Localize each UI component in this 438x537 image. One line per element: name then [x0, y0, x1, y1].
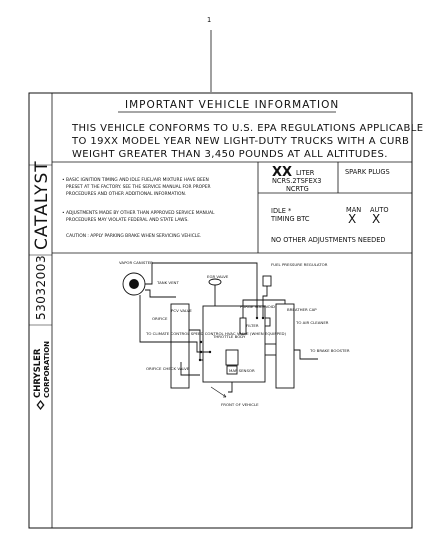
- fuel-pressure-regulator-label: FUEL PRESSURE REGULATOR: [271, 262, 328, 267]
- brake-booster-label: TO BRAKE BOOSTER: [309, 348, 350, 353]
- note-4: • ADJUSTMENTS MADE BY OTHER THAN APPROVE…: [62, 210, 215, 216]
- catalyst-label: CATALYST: [32, 160, 52, 250]
- throttle-body-icon: [225, 349, 239, 366]
- timing-label: TIMING BTC: [270, 215, 310, 223]
- man-value: X: [348, 212, 356, 226]
- air-cleaner-label: TO AIR CLEANER: [295, 320, 329, 325]
- engine-liter: LITER: [296, 169, 315, 177]
- evap-family-code: NCRTG: [286, 185, 309, 193]
- orifice-label: ORIFICE: [152, 316, 168, 321]
- map-sensor-icon: [226, 365, 238, 375]
- brand-line-2: CORPORATION: [43, 341, 51, 398]
- right-valve-cover: [275, 303, 295, 389]
- throttle-body-label: THROTTLE BODY: [212, 334, 246, 339]
- engine-family-code: NCRS.2TSFEX3: [272, 177, 321, 185]
- filter-label: FILTER: [246, 323, 259, 328]
- cert-line-2: TO 19XX MODEL YEAR NEW LIGHT-DUTY TRUCKS…: [71, 136, 409, 147]
- spark-plugs-heading: SPARK PLUGS: [345, 168, 390, 176]
- note-1: • BASIC IGNITION TIMING AND IDLE FUEL/AI…: [62, 177, 209, 183]
- brand-line-1: CHRYSLER: [33, 348, 43, 398]
- note-5: PROCEDURES MAY VIOLATE FEDERAL AND STATE…: [66, 217, 189, 223]
- breather-cap-label: BREATHER CAP: [287, 307, 317, 312]
- cert-line-3: WEIGHT GREATER THAN 3,450 POUNDS AT ALL …: [72, 149, 388, 160]
- left-valve-cover: [170, 303, 190, 389]
- climate-control-label: TO CLIMATE CONTROL SPEED CONTROL HVAC VA…: [145, 331, 287, 336]
- pcv-valve-label: PCV VALVE: [171, 308, 192, 313]
- map-sensor-label: MAP SENSOR: [229, 368, 255, 373]
- no-adjustments-text: NO OTHER ADJUSTMENTS NEEDED: [271, 236, 386, 244]
- vapor-canister-label: VAPOR CANISTER: [119, 260, 153, 265]
- note-3: PROCEDURES AND OTHER ADDITIONAL INFORMAT…: [66, 191, 186, 197]
- egr-valve-label: EGR VALVE: [207, 274, 229, 279]
- caution-note: CAUTION : APPLY PARKING BRAKE WHEN SERVI…: [66, 233, 201, 239]
- front-of-vehicle-label: FRONT OF VEHICLE: [221, 402, 259, 407]
- note-2: PRESET AT THE FACTORY. SEE THE SERVICE M…: [66, 184, 211, 190]
- auto-value: X: [372, 212, 380, 226]
- man-heading: MAN: [346, 206, 361, 214]
- vacuum-hose-diagram: [122, 262, 318, 398]
- idle-label: IDLE *: [271, 207, 292, 215]
- orifice-check-valve-label: ORIFICE CHECK VALVE: [146, 366, 190, 371]
- engine-size: XX: [272, 165, 292, 180]
- cert-line-1: THIS VEHICLE CONFORMS TO U.S. EPA REGULA…: [71, 123, 423, 134]
- pentastar-logo-icon: [36, 400, 45, 410]
- purge-solenoid-label: PURGE SOLENOID: [240, 304, 275, 309]
- label-title: IMPORTANT VEHICLE INFORMATION: [125, 99, 339, 111]
- part-number: 53032003: [34, 255, 48, 320]
- callout-number: 1: [207, 16, 211, 24]
- tank-vent-label: TANK VENT: [156, 280, 179, 285]
- auto-heading: AUTO: [370, 206, 389, 214]
- intake-manifold: [202, 305, 266, 383]
